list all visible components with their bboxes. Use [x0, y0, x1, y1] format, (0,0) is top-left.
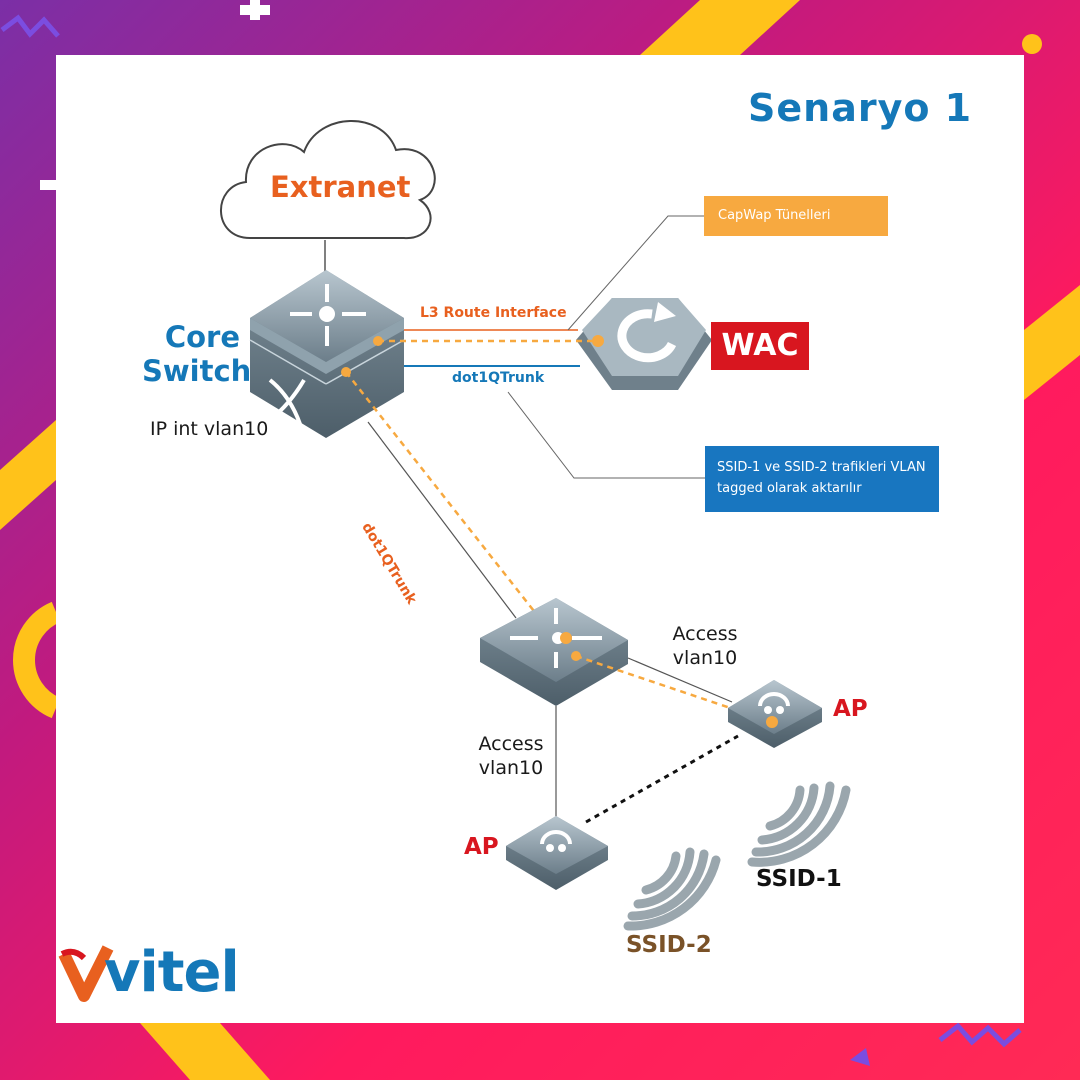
core-switch-label: Core Switch: [142, 320, 252, 388]
dot1q-wac-label: dot1QTrunk: [452, 370, 545, 386]
capwap-tunnel-access: [345, 371, 553, 635]
yellow-stripe-bottom: [140, 1023, 270, 1080]
extranet-label: Extranet: [270, 170, 411, 204]
tunnel-end-ap: [766, 716, 778, 728]
capwap-callout-line: [567, 215, 704, 331]
zigzag-top-left: [0, 14, 60, 38]
ap-right-label: AP: [833, 696, 868, 722]
yellow-stripe-left: [0, 420, 56, 530]
yellow-ring: [13, 601, 61, 719]
yellow-stripe-top: [640, 0, 800, 55]
tunnel-end-wac: [592, 335, 604, 347]
access-right-text: Access vlan10: [672, 623, 738, 669]
ap-left-icon: [506, 816, 608, 890]
vitel-logo-icon: [58, 945, 114, 1002]
core-switch-text: Core Switch: [142, 320, 252, 388]
access-left-label: Access vlan10: [474, 732, 548, 780]
ssid1-label: SSID-1: [756, 866, 842, 892]
ap-right-icon: [728, 680, 822, 748]
capwap-callout: CapWap Tünelleri: [704, 196, 888, 236]
l3-route-label: L3 Route Interface: [420, 305, 567, 321]
capwap-tunnel-ap: [575, 654, 773, 724]
tunnel-end-core-2: [341, 367, 351, 377]
access-ap-right-link: [627, 657, 733, 703]
access-left-text: Access vlan10: [478, 733, 544, 779]
yellow-stripe-right: [1024, 285, 1080, 400]
core-ip-label: IP int vlan10: [150, 418, 269, 440]
diagram-title: Senaryo 1: [748, 86, 973, 130]
purple-triangle: [850, 1048, 870, 1066]
core-access-link: [367, 421, 517, 619]
core-switch-icon: [249, 270, 405, 438]
ssid-callout-line: [507, 391, 705, 479]
ap-ap-link: [585, 734, 739, 824]
access-right-label: Access vlan10: [668, 622, 742, 670]
plus-mark-left: [40, 180, 56, 190]
yellow-dot: [1022, 34, 1042, 54]
extranet-cloud-icon: [220, 120, 436, 240]
ssid2-label: SSID-2: [626, 932, 712, 958]
tunnel-end-core: [373, 336, 383, 346]
vitel-logo-text: vitel: [104, 940, 240, 1005]
ssid2-wifi-icon: [623, 847, 721, 931]
ssid-traffic-callout: SSID-1 ve SSID-2 trafikleri VLAN tagged …: [705, 446, 939, 512]
wac-controller-icon: [576, 298, 712, 390]
ssid1-wifi-icon: [747, 781, 851, 867]
zigzag-bottom-right: [938, 1022, 1022, 1048]
tunnel-node-access: [560, 632, 572, 644]
ap-left-label: AP: [464, 834, 499, 860]
access-switch-icon: [480, 598, 628, 706]
plus-mark-top-h: [240, 5, 270, 15]
wac-label: WAC: [711, 322, 809, 370]
